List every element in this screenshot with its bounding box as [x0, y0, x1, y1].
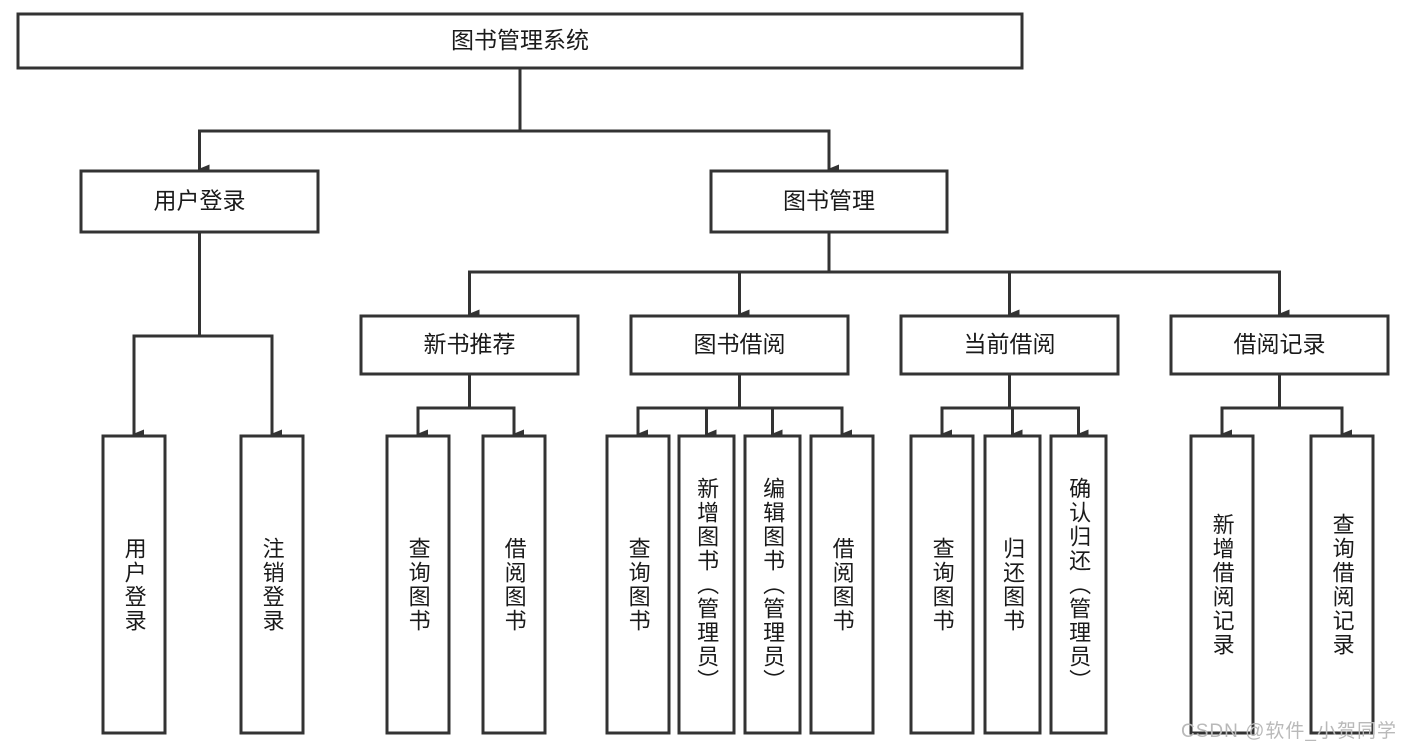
node-box-leaf-query-borrow-record[interactable] — [1309, 434, 1375, 735]
node-box-leaf-user-logout[interactable] — [239, 434, 305, 735]
node-box-new-book-recommend[interactable] — [359, 314, 580, 376]
node-box-root[interactable] — [16, 12, 1024, 70]
node-box-leaf-borrow-book[interactable] — [809, 434, 875, 735]
connectors-layer — [132, 66, 1352, 439]
node-label-root: 图书管理系统 — [451, 27, 589, 53]
node-label-current-borrow: 当前借阅 — [964, 331, 1056, 357]
boxes-layer — [16, 12, 1390, 735]
csdn-watermark: CSDN @软件_小贺同学 — [1181, 721, 1397, 742]
node-box-current-borrow[interactable] — [899, 314, 1120, 376]
node-box-book-borrow[interactable] — [629, 314, 850, 376]
node-box-leaf-query-book-current[interactable] — [909, 434, 975, 735]
node-box-borrow-record[interactable] — [1169, 314, 1390, 376]
node-box-leaf-borrow-book-recommend[interactable] — [481, 434, 547, 735]
node-box-leaf-query-book-borrow[interactable] — [605, 434, 671, 735]
node-box-leaf-user-login[interactable] — [101, 434, 167, 735]
node-label-user-login: 用户登录 — [154, 188, 246, 214]
node-box-leaf-return-book[interactable] — [983, 434, 1042, 735]
node-label-borrow-record: 借阅记录 — [1234, 331, 1326, 357]
node-label-book-borrow: 图书借阅 — [694, 331, 786, 357]
node-box-leaf-query-book-recommend[interactable] — [385, 434, 451, 735]
node-box-leaf-edit-book[interactable] — [743, 434, 802, 735]
node-label-book-management: 图书管理 — [783, 188, 875, 214]
node-label-new-book-recommend: 新书推荐 — [424, 331, 516, 357]
node-box-book-management[interactable] — [709, 169, 949, 234]
node-box-user-login[interactable] — [79, 169, 320, 234]
node-box-leaf-add-borrow-record[interactable] — [1189, 434, 1255, 735]
node-box-leaf-add-book[interactable] — [677, 434, 736, 735]
node-box-leaf-confirm-return[interactable] — [1049, 434, 1108, 735]
